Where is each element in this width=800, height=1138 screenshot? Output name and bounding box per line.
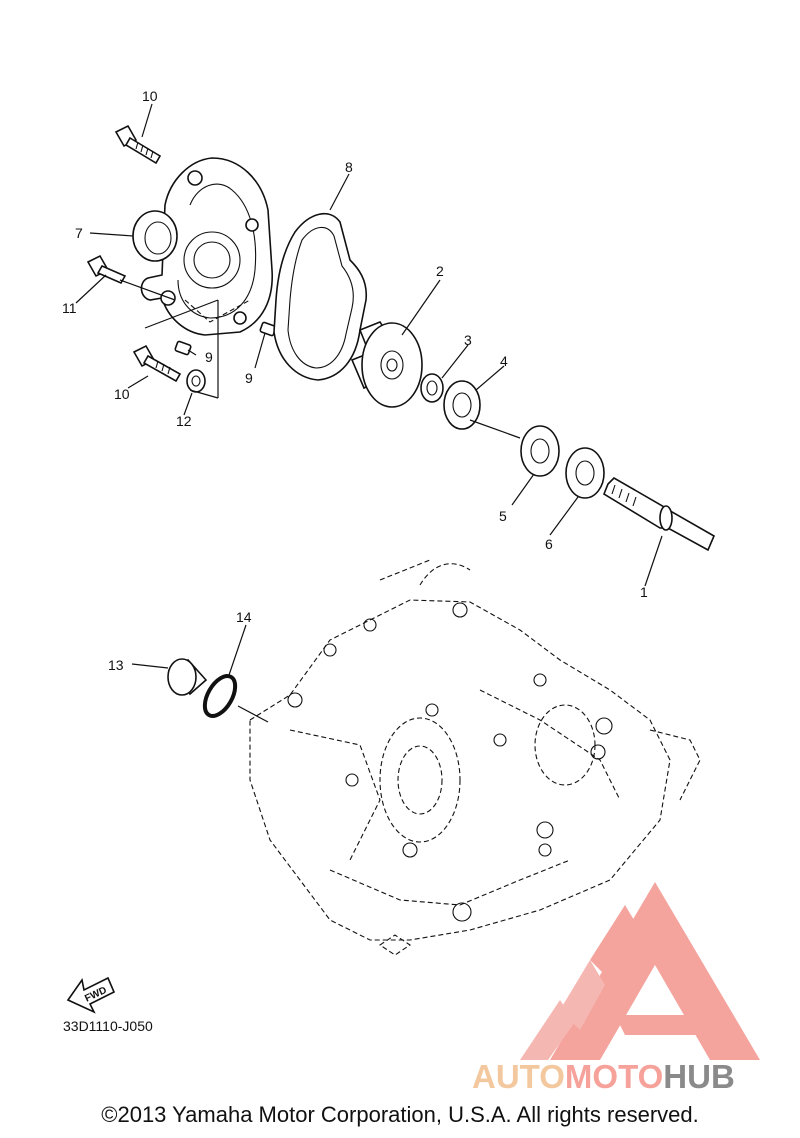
impeller-shaft-1[interactable] <box>603 477 716 552</box>
callout-1: 1 <box>640 584 648 600</box>
bearing-5[interactable] <box>520 425 560 477</box>
washer-12[interactable] <box>186 369 206 393</box>
callout-13: 13 <box>108 657 124 673</box>
callout-14: 14 <box>236 609 252 625</box>
leader-lines <box>75 103 663 679</box>
callout-12: 12 <box>176 413 192 429</box>
fwd-arrow-icon: FWD <box>66 976 116 1014</box>
bolt-10-lower[interactable] <box>132 344 182 383</box>
callout-numbers: 10 8 7 2 3 4 11 9 9 10 12 5 6 1 14 13 <box>62 88 648 673</box>
callout-6: 6 <box>545 536 553 552</box>
callout-5: 5 <box>499 508 507 524</box>
automotohub-wordmark: AUTOMOTOHUB <box>472 1058 735 1096</box>
bearing-6[interactable] <box>565 447 605 499</box>
water-pump-cover[interactable] <box>140 157 273 336</box>
wordmark-hub: HUB <box>663 1058 735 1095</box>
callout-9-right: 9 <box>245 370 253 386</box>
callout-11: 11 <box>62 300 77 316</box>
callout-4: 4 <box>500 353 508 369</box>
o-ring-14[interactable] <box>199 671 242 721</box>
bolt-11[interactable] <box>86 254 127 285</box>
dowel-pin-9a[interactable] <box>174 340 192 356</box>
drawing-code: 33D1110-J050 <box>63 1018 153 1034</box>
automotohub-logo-icon <box>520 882 760 1060</box>
callout-2: 2 <box>436 263 444 279</box>
hose-fitting-7[interactable] <box>132 210 178 262</box>
bolt-10-top[interactable] <box>114 124 162 165</box>
wordmark-moto: MOTO <box>564 1058 664 1095</box>
copyright-notice: ©2013 Yamaha Motor Corporation, U.S.A. A… <box>101 1102 699 1127</box>
callout-3: 3 <box>464 332 472 348</box>
callout-9-left: 9 <box>205 349 213 365</box>
callout-10-top: 10 <box>142 88 158 104</box>
oil-seal-4[interactable] <box>443 380 481 430</box>
crankcase <box>249 559 701 956</box>
sleeve-13[interactable] <box>167 658 208 696</box>
callout-10-lower: 10 <box>114 386 130 402</box>
wordmark-auto: AUTO <box>472 1058 565 1095</box>
callout-7: 7 <box>75 225 83 241</box>
impeller-2[interactable] <box>350 321 423 408</box>
gasket-8[interactable] <box>273 212 368 381</box>
callout-8: 8 <box>345 159 353 175</box>
seal-3[interactable] <box>420 373 444 403</box>
